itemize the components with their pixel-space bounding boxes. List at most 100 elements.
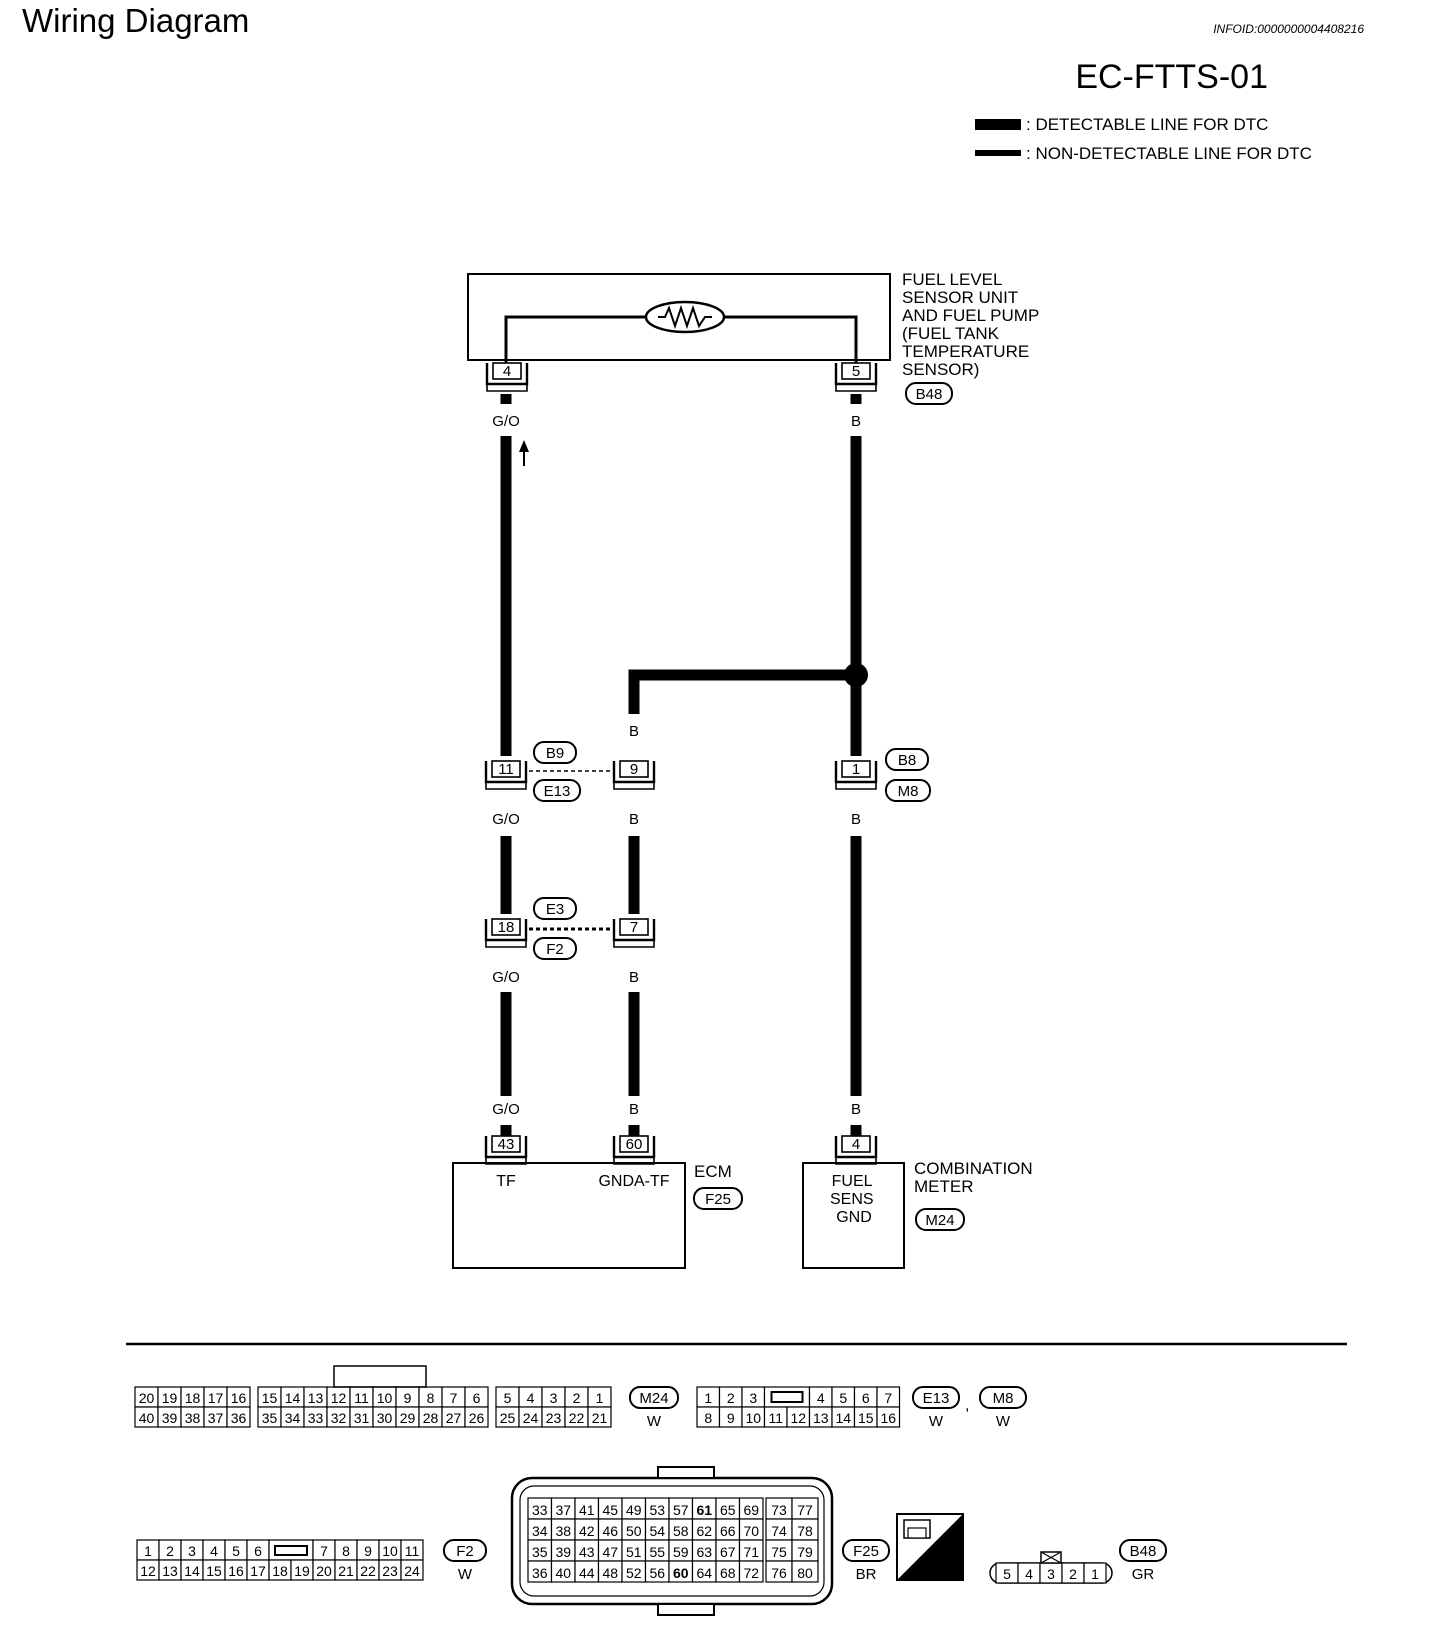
pin-cell [464,1406,489,1428]
current-arrow-icon [519,440,529,466]
meter-body [802,1162,905,1269]
wire-color-label: G/O [492,969,520,986]
pin-number: 40 [139,1410,155,1426]
sensor-name-line: AND FUEL PUMP [902,306,1039,325]
wire-color-label: G/O [492,413,520,430]
connector-latch-top [657,1466,715,1479]
pin-number: 13 [308,1390,324,1406]
connector-badge [533,741,577,764]
junction-e3-f2: 18 7 E3 F2 [484,897,656,960]
pin-number: 2 [727,1390,735,1406]
connector-badge [533,779,581,802]
pin-cell [876,1406,901,1428]
pin-number: 10 [382,1543,398,1559]
junction-connector-bottom: E13 [544,783,571,800]
pin-number: 36 [532,1565,548,1581]
pin-number: 12 [790,1410,806,1426]
pin-number: 70 [743,1523,759,1539]
pin-number: 43 [579,1544,595,1560]
connector-view-id: B48 [1130,1543,1157,1560]
connector-badge [979,1386,1027,1409]
pin-cell [226,1406,251,1428]
pin-number: 30 [377,1410,393,1426]
pin-number: 51 [626,1544,642,1560]
pin-number: 37 [208,1410,224,1426]
connector-view-id: F25 [853,1543,879,1560]
legend-non-detectable-label: : NON-DETECTABLE LINE FOR DTC [1026,144,1312,163]
pin-number: 25 [500,1410,516,1426]
sensor-name-line: SENSOR UNIT [902,288,1018,307]
pin-number: 4 [1025,1566,1033,1582]
junction-pin: 1 [852,761,860,778]
junction-pin: 11 [498,761,514,778]
connector-badge [533,937,577,960]
pin-number: 19 [294,1563,310,1579]
pin-number: 16 [231,1390,247,1406]
diagram-code: EC-FTTS-01 [1075,58,1268,96]
wire-color-code: W [647,1413,662,1430]
pin-number: 56 [649,1565,665,1581]
pin-number: 39 [555,1544,571,1560]
wire-color-label: B [629,969,639,986]
sensor-name: FUEL LEVEL SENSOR UNIT AND FUEL PUMP (FU… [902,270,1044,379]
sensor-body [467,273,891,361]
pin-number: 19 [162,1390,178,1406]
junction-pin: 18 [498,919,515,936]
meter-terminal-line: FUEL [832,1173,873,1190]
pin-number: 2 [166,1543,174,1559]
pin-cell [587,1406,612,1428]
connector-badge [842,1539,890,1562]
pin-number: 3 [1047,1566,1055,1582]
pin-number: 34 [532,1523,548,1539]
pin-number: 45 [602,1502,618,1518]
pin-number: 4 [210,1543,218,1559]
hs-symbol-fill [897,1514,963,1580]
connector-key-slot [770,1391,804,1403]
pin-number: 9 [727,1410,735,1426]
pin-number: 48 [602,1565,618,1581]
pin-number: 61 [696,1502,712,1518]
connector-badge [693,1187,743,1210]
wire-color-code: GR [1132,1566,1155,1583]
pin-number: 5 [839,1390,847,1406]
connector-badge [443,1539,487,1562]
connector-badge [885,779,931,802]
pin-number: 38 [185,1410,201,1426]
pin-number: 5 [504,1390,512,1406]
meter-terminal-line: SENS [830,1191,874,1208]
pin-number: 34 [285,1410,301,1426]
ecm-terminal-gnda: GNDA-TF [598,1173,669,1190]
wire-color-label: G/O [492,811,520,828]
sensor-name-line: SENSOR) [902,360,979,379]
wire-color-label: B [851,413,861,430]
ecm-unit: 43 60 TF GNDA-TF ECM F25 [452,1134,743,1269]
sensor-pin-left: 4 [503,363,511,380]
lock-tab-cross [1040,1551,1062,1564]
pin-number: 8 [704,1410,712,1426]
legend-detectable-label: : DETECTABLE LINE FOR DTC [1026,115,1268,134]
pin-number: 50 [626,1523,642,1539]
pin-number: 53 [649,1502,665,1518]
connector-view-id: M24 [639,1390,668,1407]
pin-number: 31 [354,1410,370,1426]
pin-number: 16 [228,1563,244,1579]
junction-pin: 7 [630,919,638,936]
junction-connector-top: B8 [898,752,916,769]
connector-badge [533,897,577,920]
pin-number: 24 [404,1563,420,1579]
connector-badge [1119,1539,1167,1562]
splice-point [844,663,868,687]
wire-color-code: W [929,1413,944,1430]
sensor-pin-right: 5 [852,363,860,380]
pin-number: 17 [208,1390,224,1406]
sensor-name-line: TEMPERATURE [902,342,1029,361]
pin-number: 12 [331,1390,347,1406]
wire-color-label: B [629,811,639,828]
pin-number: 62 [696,1523,712,1539]
connector-badge [905,382,953,405]
pin-number: 33 [532,1502,548,1518]
pin-number: 79 [797,1544,813,1560]
pin-number: 67 [720,1544,736,1560]
fuel-level-sensor-unit: 4 5 FUEL LEVEL SENSOR UNIT AND FUEL PUMP… [467,270,1044,405]
